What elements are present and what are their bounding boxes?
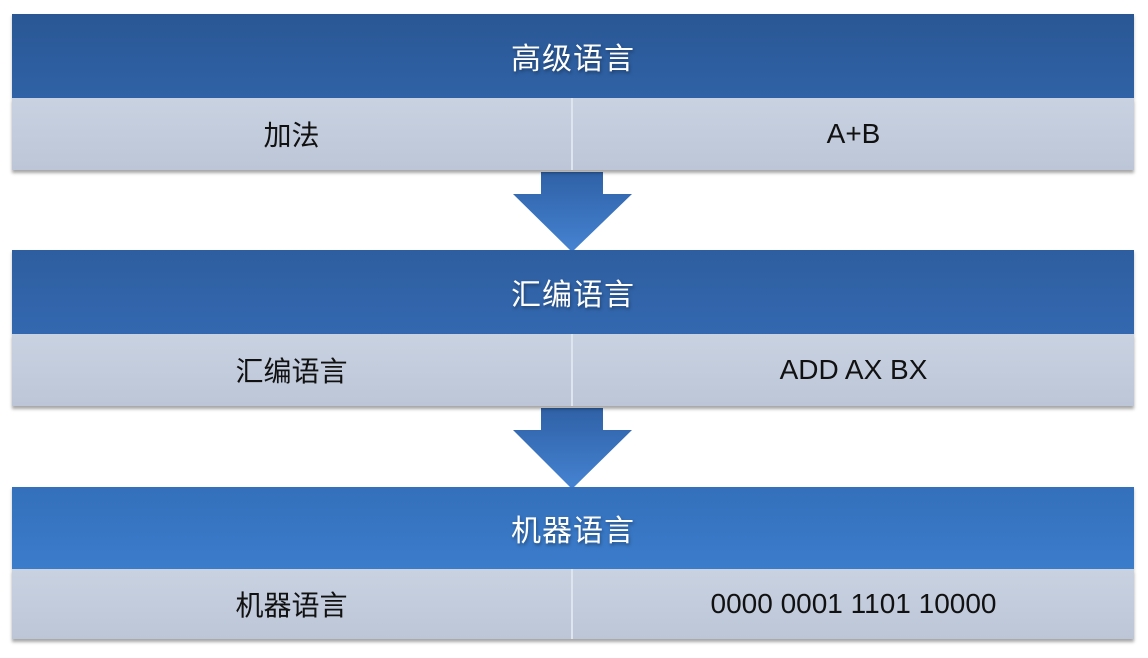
code-example: A+B bbox=[826, 118, 881, 149]
down-arrow-1 bbox=[513, 172, 632, 252]
level-header: 高级语言 bbox=[12, 14, 1134, 98]
level-row: 加法 A+B bbox=[12, 98, 1134, 170]
code-example: ADD AX BX bbox=[779, 354, 928, 385]
operation-name: 加法 bbox=[12, 98, 573, 170]
level-row: 汇编语言 ADD AX BX bbox=[12, 334, 1134, 406]
operation-name: 汇编语言 bbox=[12, 334, 573, 406]
level-header: 机器语言 bbox=[12, 487, 1134, 569]
code-example: 0000 0001 1101 10000 bbox=[710, 588, 997, 619]
level-row: 机器语言 0000 0001 1101 10000 bbox=[12, 569, 1134, 639]
down-arrow-2 bbox=[513, 408, 632, 489]
operation-name: 机器语言 bbox=[12, 569, 573, 639]
level-header: 汇编语言 bbox=[12, 250, 1134, 334]
